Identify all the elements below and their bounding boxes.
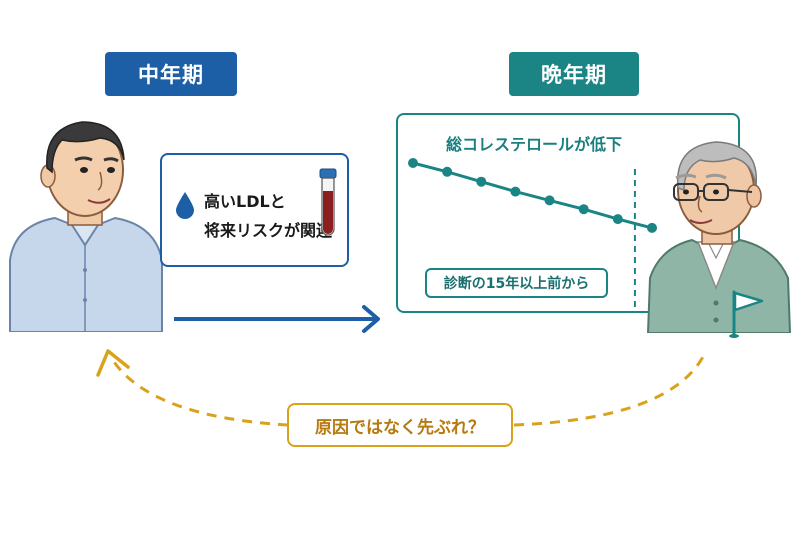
flag-icon bbox=[729, 290, 764, 338]
data-point-2 bbox=[442, 166, 453, 177]
ldl-risk-box: 高いLDLと 将来リスクが関連 bbox=[160, 153, 349, 267]
ldl-text-line2: 将来リスクが関連 bbox=[204, 221, 333, 240]
mid-life-label: 中年期 bbox=[105, 52, 237, 96]
ldl-text-line1: 高いLDLと bbox=[204, 192, 286, 211]
drop-icon bbox=[176, 192, 194, 219]
late-life-label: 晩年期 bbox=[509, 52, 639, 96]
chart-title: 総コレステロールが低下 bbox=[446, 135, 623, 154]
arrow-right-icon bbox=[174, 305, 380, 333]
data-point-6 bbox=[578, 204, 589, 215]
data-point-7 bbox=[612, 214, 623, 225]
cholesterol-line-chart bbox=[408, 158, 657, 311]
data-point-4 bbox=[510, 186, 521, 197]
data-point-3 bbox=[476, 176, 487, 187]
data-point-8 bbox=[647, 222, 657, 233]
curved-arrow-icon bbox=[96, 349, 706, 427]
data-point-5 bbox=[544, 195, 555, 206]
cause-question-box: 原因ではなく先ぶれ？ bbox=[287, 403, 513, 447]
middle-aged-man-illustration bbox=[9, 121, 163, 332]
data-point-1 bbox=[408, 158, 418, 168]
series-line bbox=[412, 161, 653, 230]
elderly-man-illustration bbox=[646, 141, 792, 333]
test-tube-icon bbox=[319, 168, 337, 236]
diagnosis-annotation: 診断の15年以上前から bbox=[425, 268, 608, 298]
